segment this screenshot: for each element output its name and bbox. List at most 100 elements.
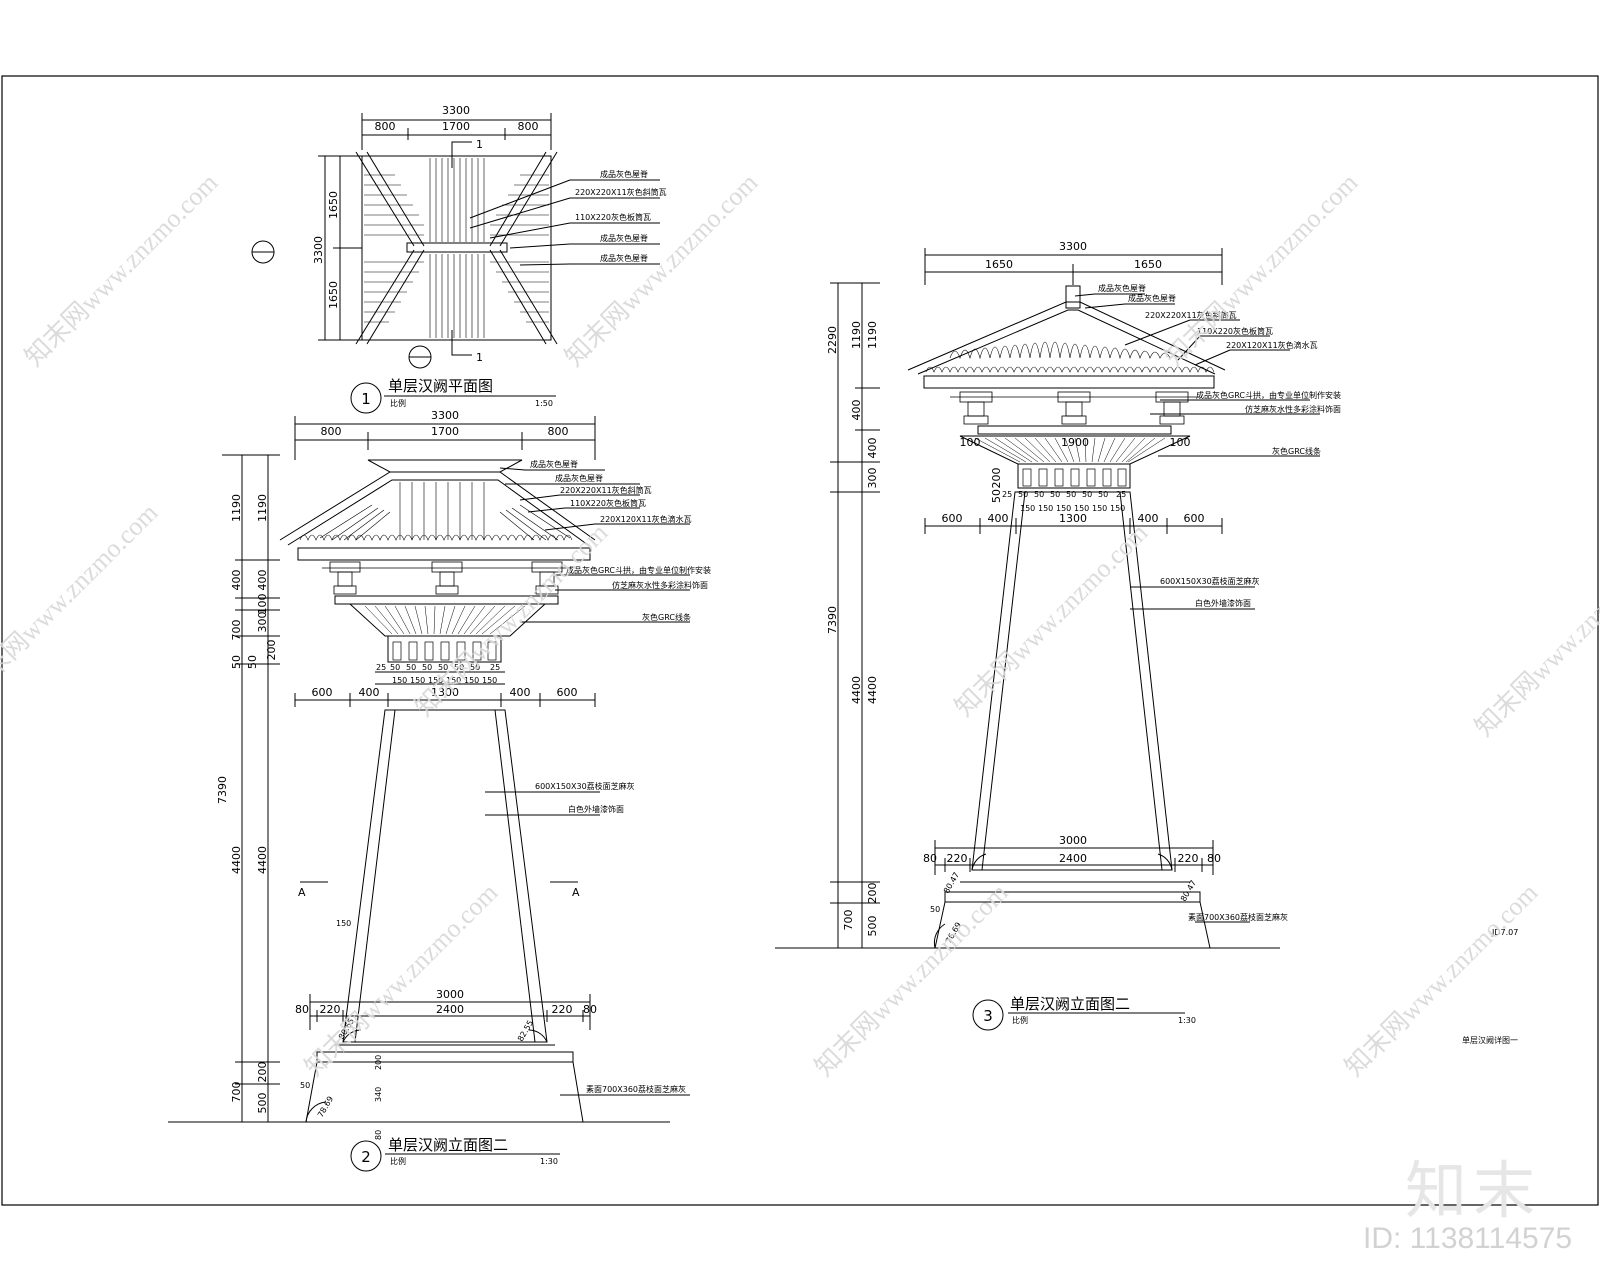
plan-title: 单层汉阙平面图 [388,377,493,395]
plan-text: 3300 800 1700 800 1650 3300 1650 1 1 成品灰… [312,104,667,408]
e3-v8: 50 [990,489,1003,503]
e2-t3: 150 [428,676,443,685]
e3-note-8: 灰色GRC线条 [1272,446,1321,456]
e3-v6: 300 [866,468,879,489]
plan-number: 1 [361,390,371,408]
elevation-2 [168,416,690,1172]
plan-note-2: 220X220X11灰色斜筒瓦 [575,187,667,197]
e2-note-3: 220X220X11灰色斜筒瓦 [560,485,652,495]
e2-s5: 50 [438,663,448,672]
e3-dim-l: 1650 [985,258,1013,271]
e3-v2: 1190 [850,321,863,349]
e3-dim-total: 3300 [1059,240,1087,253]
e3-v4: 400 [850,400,863,421]
e3-scale-label: 比例 [1012,1015,1028,1025]
e2-t5: 150 [464,676,479,685]
e2-note-1: 成品灰色屋脊 [530,459,578,469]
e3-note-4: 110X220灰色板筒瓦 [1197,326,1273,336]
plan-scale-label: 比例 [390,398,406,408]
drawing-frame [1,75,1599,1206]
e3-s5: 50 [1066,490,1076,499]
e2-s1: 25 [376,663,386,672]
plan-dim-mid: 1700 [442,120,470,133]
e2-s7: 50 [470,663,480,672]
e2-v-total: 7390 [216,776,229,804]
e3-s6: 50 [1082,490,1092,499]
e2-t4: 150 [446,676,461,685]
e2-note-10: 白色外墙漆饰面 [568,804,624,814]
e3-m4: 400 [1138,512,1159,525]
e2-v11: 4400 [230,846,243,874]
e2-section-a-right: A [572,886,580,899]
e3-s1: 25 [1002,490,1012,499]
e3-v3: 1190 [866,321,879,349]
e3-v9: 4400 [850,676,863,704]
e3-m5: 600 [1184,512,1205,525]
e3-v13: 500 [866,916,879,937]
e2-v8: 50 [230,655,243,669]
e3-b5: 220 [1178,852,1199,865]
e3-t6: 150 [1110,504,1125,513]
e3-b2: 80 [923,852,937,865]
e3-note-6: 成品灰色GRC斗拱，由专业单位制作安装 [1196,390,1341,400]
e3-t4: 150 [1074,504,1089,513]
e2-l-50: 50 [300,1081,310,1090]
e3-number: 3 [983,1007,993,1025]
e2-b4: 2400 [436,1003,464,1016]
e3-v11: 700 [842,910,855,931]
watermark-id: ID: 1138114575 [1363,1222,1573,1255]
e2-note-8: 灰色GRC线条 [642,612,691,622]
e3-note-2: 成品灰色屋脊 [1128,293,1176,303]
plan-section-top: 1 [476,138,483,151]
e2-v2: 1190 [256,494,269,522]
plan-dim-v2: 1650 [327,281,340,309]
e3-s7: 50 [1098,490,1108,499]
e2-l-150: 150 [336,919,351,928]
plan-note-4: 成品灰色屋脊 [600,233,648,243]
e3-b3: 220 [947,852,968,865]
e3-scale-value: 1:30 [1178,1016,1196,1025]
elevation-3 [775,248,1320,1031]
e2-v3: 400 [230,570,243,591]
e2-l-angle3: 78.69 [316,1095,335,1119]
e3-s3: 50 [1034,490,1044,499]
plan-scale-value: 1:50 [535,399,553,408]
e3-t1: 150 [1020,504,1035,513]
e2-s3: 50 [406,663,416,672]
e2-note-5: 220X120X11灰色滴水瓦 [600,514,692,524]
e3-m1: 600 [942,512,963,525]
e3-t3: 150 [1056,504,1071,513]
e2-note-9: 600X150X30荔枝面芝麻灰 [535,781,635,791]
plan-dim-v1: 1650 [327,191,340,219]
e3-cap-l: 100 [960,436,981,449]
e3-v10: 4400 [866,676,879,704]
e3-s4: 50 [1050,490,1060,499]
plan-dim-right: 800 [518,120,539,133]
plan-view [251,113,660,414]
e2-v4: 400 [256,570,269,591]
e2-scale-label: 比例 [390,1156,406,1166]
e2-b6: 80 [583,1003,597,1016]
e2-l-angle2: 82.55 [516,1019,535,1043]
e3-t5: 150 [1092,504,1107,513]
e3-t2: 150 [1038,504,1053,513]
e3-s8: 25 [1116,490,1126,499]
plan-dim-v-total: 3300 [312,236,325,264]
plan-note-5: 成品灰色屋脊 [600,253,648,263]
e2-b1: 3000 [436,988,464,1001]
e2-v9: 50 [246,655,259,669]
e3-cap-m: 1900 [1061,436,1089,449]
e2-l-80: 80 [374,1130,383,1140]
e3-dim-r: 1650 [1134,258,1162,271]
e3-v5: 400 [866,438,879,459]
e2-note-2: 成品灰色屋脊 [555,473,603,483]
e3-note-7: 仿芝麻灰水性多彩涂料饰面 [1245,404,1341,414]
e3-note-1: 成品灰色屋脊 [1098,283,1146,293]
e2-note-4: 110X220灰色板筒瓦 [570,498,646,508]
plan-note-3: 110X220灰色板筒瓦 [575,212,651,222]
e2-s4: 50 [422,663,432,672]
e3-v12: 200 [866,883,879,904]
e2-v7: 300 [256,612,269,633]
e3-note-5: 220X120X11灰色滴水瓦 [1226,340,1318,350]
e2-t2: 150 [410,676,425,685]
